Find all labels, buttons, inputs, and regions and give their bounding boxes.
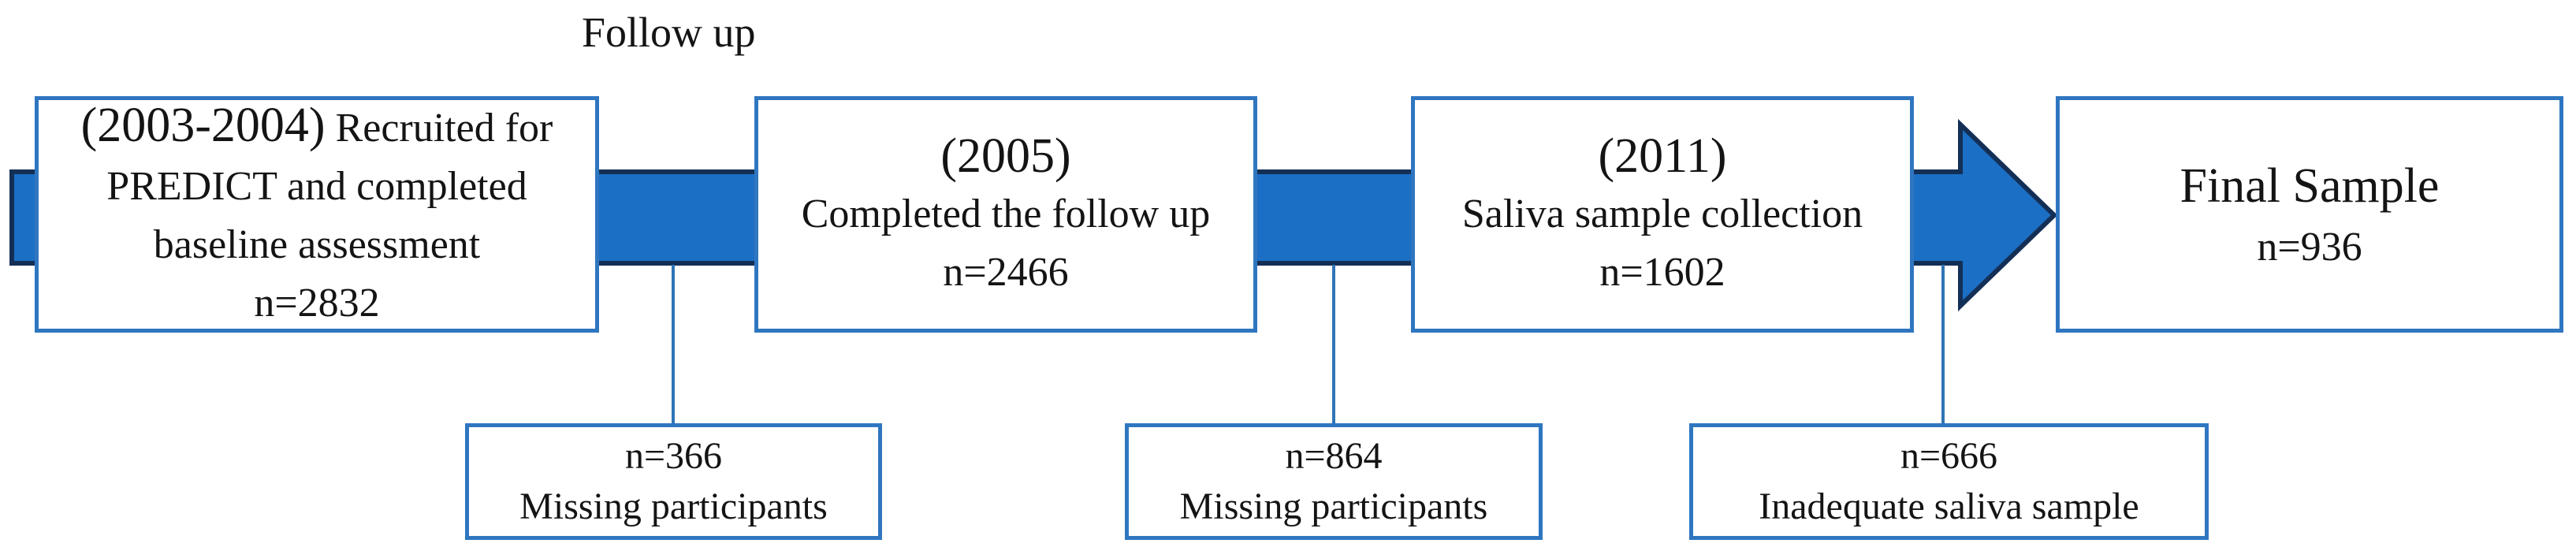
box-recruitment-line1: (2003-2004) Recruited for bbox=[81, 96, 553, 158]
excluded-3-label: Inadequate saliva sample bbox=[1759, 486, 2139, 527]
box-final-n: n=936 bbox=[2257, 225, 2362, 270]
box-recruitment-n: n=2832 bbox=[254, 281, 380, 326]
excluded-3-n: n=666 bbox=[1900, 435, 1998, 477]
box-recruitment-year: (2003-2004) bbox=[80, 99, 326, 152]
box-saliva-title: Saliva sample collection bbox=[1461, 192, 1863, 236]
box-saliva-n: n=1602 bbox=[1599, 250, 1725, 295]
follow-up-label: Follow up bbox=[582, 9, 756, 56]
box-followup-title: Completed the follow up bbox=[801, 192, 1211, 236]
excluded-2-label: Missing participants bbox=[1179, 486, 1488, 527]
box-saliva-collection: (2011) Saliva sample collection n=1602 bbox=[1411, 96, 1914, 333]
box-saliva-year: (2011) bbox=[1598, 129, 1727, 183]
box-excluded-inadequate-saliva: n=666 Inadequate saliva sample bbox=[1689, 423, 2209, 540]
box-recruitment-title2: PREDICT and completed bbox=[106, 164, 527, 209]
excluded-1-n: n=366 bbox=[624, 435, 723, 477]
box-final-title: Final Sample bbox=[2180, 159, 2440, 213]
box-recruitment-title1: Recruited for bbox=[325, 106, 553, 151]
box-followup-n: n=2466 bbox=[943, 250, 1069, 295]
box-excluded-missing-2: n=864 Missing participants bbox=[1125, 423, 1543, 540]
box-recruitment: (2003-2004) Recruited for PREDICT and co… bbox=[35, 96, 599, 333]
box-excluded-missing-1: n=366 Missing participants bbox=[465, 423, 882, 540]
box-followup-year: (2005) bbox=[940, 129, 1071, 183]
excluded-1-label: Missing participants bbox=[519, 486, 828, 527]
box-final-sample: Final Sample n=936 bbox=[2056, 96, 2563, 333]
box-recruitment-title3: baseline assessment bbox=[153, 222, 481, 267]
excluded-2-n: n=864 bbox=[1285, 435, 1383, 477]
box-followup: (2005) Completed the follow up n=2466 bbox=[754, 96, 1257, 333]
